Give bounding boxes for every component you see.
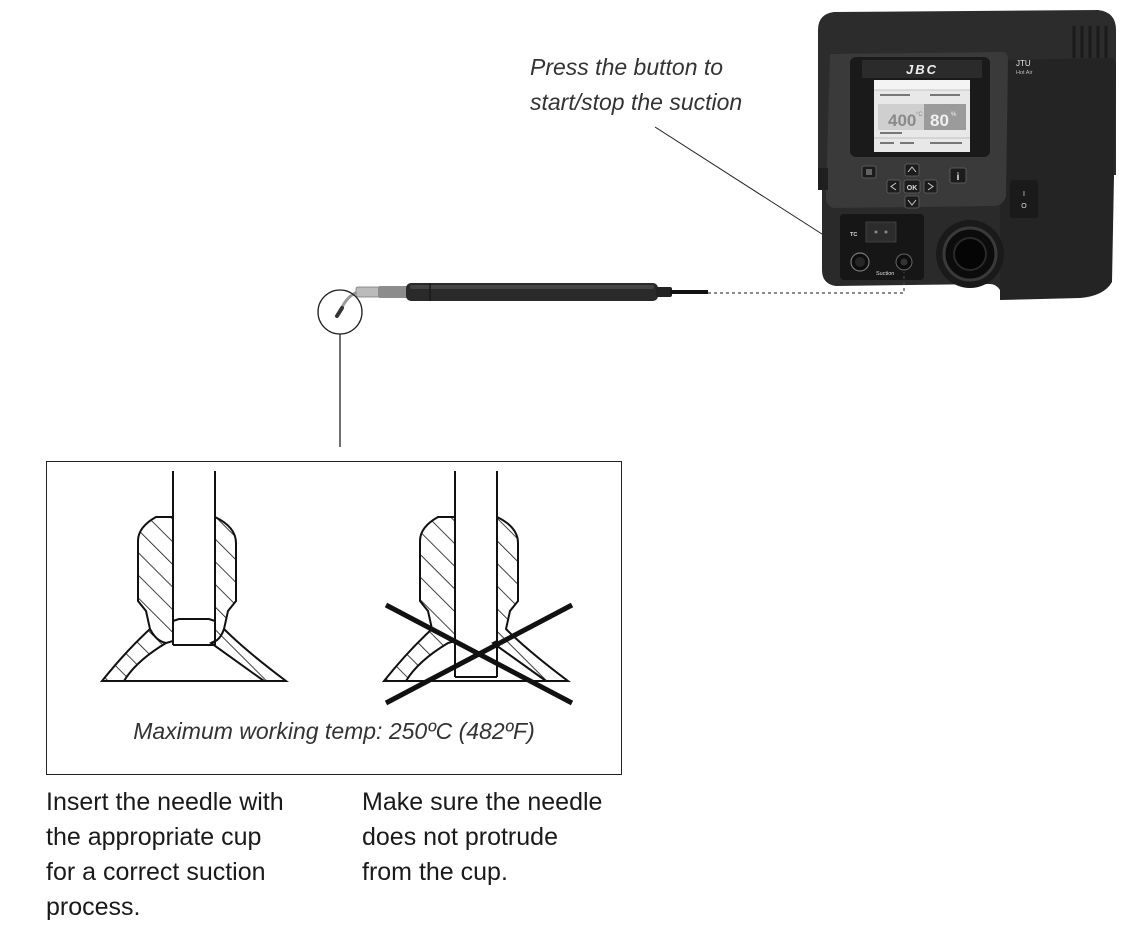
display-airflow: 80 (930, 111, 949, 130)
caption-right-line-1: Make sure the needle (362, 788, 603, 816)
left-button[interactable] (886, 179, 901, 194)
display-temperature: 400 (888, 111, 916, 130)
callout-leader-line (654, 126, 851, 253)
info-icon: i (957, 172, 960, 183)
x-mark-line-2 (384, 602, 574, 706)
info-button[interactable] (949, 167, 967, 184)
cup-diagrams (99, 471, 574, 706)
right-button[interactable] (923, 179, 938, 194)
callout-text: Press the button to start/stop the sucti… (530, 50, 742, 120)
tc-label: TC (850, 232, 857, 238)
display-temp-unit: °C (916, 112, 923, 118)
hose-dashed-line (708, 272, 905, 294)
station-illustration: I O JTU Hot Air JBC 400 °C 80 % (317, 10, 1116, 447)
suction-label: Suction (876, 271, 894, 277)
power-off-label: O (1021, 203, 1027, 210)
up-button[interactable] (904, 163, 920, 177)
caption-left-line-1: Insert the needle with (46, 788, 284, 816)
ok-button[interactable] (903, 179, 921, 194)
caption-left-line-3: for a correct suction (46, 858, 266, 886)
power-switch[interactable] (1010, 180, 1038, 218)
station-display: JBC 400 °C 80 % (862, 60, 982, 152)
caption-left-line-2: the appropriate cup (46, 823, 262, 851)
model-sub-label: Hot Air (1016, 70, 1033, 76)
down-button[interactable] (904, 195, 920, 209)
max-temp-note: Maximum working temp: 250ºC (482ºF) (133, 718, 535, 744)
caption-left-line-4: process. (46, 893, 141, 921)
cup-diagram-box (46, 461, 622, 775)
callout-line-2: start/stop the suction (530, 89, 743, 115)
soldering-station: I O JTU Hot Air JBC 400 °C 80 % (818, 10, 1116, 300)
caption-incorrect-use: Make sure the needle does not protrude f… (362, 785, 602, 890)
correct-cup-diagram (99, 471, 289, 682)
caption-right-line-3: from the cup. (362, 858, 508, 886)
caption-right-line-2: does not protrude (362, 823, 558, 851)
model-label: JTU (1016, 59, 1031, 68)
display-airflow-unit: % (951, 112, 957, 118)
brand-logo: JBC (906, 62, 938, 77)
desoldering-pen (335, 283, 708, 318)
station-keypad: OK i (861, 163, 967, 209)
ok-button-label: OK (907, 185, 918, 192)
power-on-label: I (1023, 191, 1025, 198)
callout-line-1: Press the button to (530, 54, 724, 80)
incorrect-cup-diagram (381, 471, 574, 706)
caption-correct-use: Insert the needle with the appropriate c… (46, 785, 284, 925)
